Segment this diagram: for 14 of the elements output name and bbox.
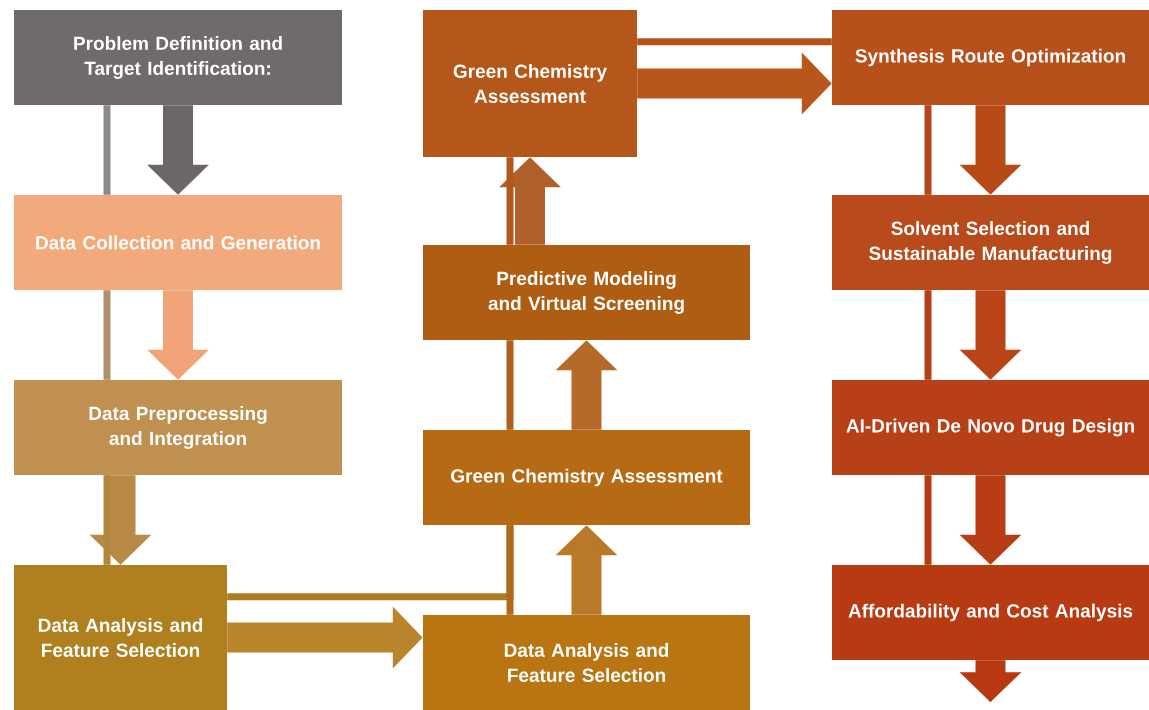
- process-box: Solvent Selection and Sustainable Manufacturing: [832, 195, 1149, 290]
- process-box: Data Analysis and Feature Selection: [423, 615, 750, 710]
- process-box: AI-Driven De Novo Drug Design: [832, 380, 1149, 475]
- process-box: Problem Definition and Target Identification:: [14, 10, 342, 105]
- connector-line: [506, 157, 514, 245]
- process-box: Data Analysis and Feature Selection: [14, 565, 227, 710]
- connector-line: [103, 475, 111, 565]
- process-box: Synthesis Route Optimization: [832, 10, 1149, 105]
- process-box: Predictive Modeling and Virtual Screening: [423, 245, 750, 340]
- process-box: Data Collection and Generation: [14, 195, 342, 290]
- process-box: Green Chemistry Assessment: [423, 430, 750, 525]
- process-box: Data Preprocessing and Integration: [14, 380, 342, 475]
- process-box: Affordability and Cost Analysis: [832, 565, 1149, 660]
- process-box: Green Chemistry Assessment: [423, 10, 637, 157]
